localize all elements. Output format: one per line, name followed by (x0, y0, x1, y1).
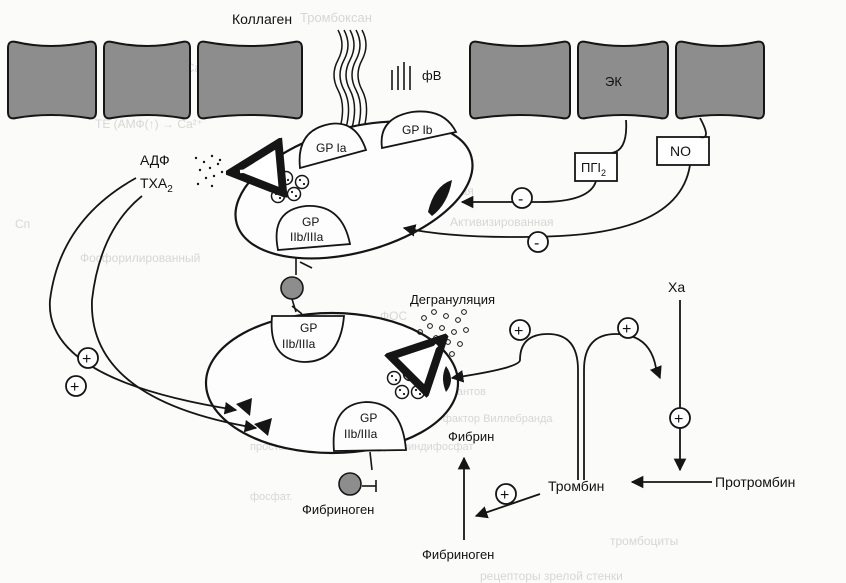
svg-text:Тромбоксан: Тромбоксан (300, 10, 372, 25)
receptor-gp-ia (298, 122, 368, 170)
gp-ia-label: GP Ia (316, 141, 347, 155)
endothelial-cell-ek (577, 40, 669, 120)
feedback-loops (49, 177, 258, 433)
activate-sign-txa2: + (65, 375, 87, 397)
activate-sign-thrombin-platelet: + (509, 319, 531, 341)
membrane-receptor-dark-upper (428, 180, 452, 216)
fibrinogen-lower (338, 451, 377, 496)
svg-text:Фосфорилированный: Фосфорилированный (80, 251, 200, 265)
gp-iibiiia-lower-line1: GP (360, 411, 377, 425)
gp-iibiiia-lower-line2: IIb/IIIa (344, 427, 378, 441)
gp-ib-label: GP Ib (402, 123, 433, 137)
inhibit-sign-no: - (527, 231, 549, 253)
xa-label: Xa (668, 279, 685, 295)
receptor-gp-iibiiia-middle (270, 315, 345, 363)
fibrinogen-bridge (280, 258, 313, 315)
prothrombin-label: Протромбин (715, 474, 795, 490)
svg-text:-: - (534, 235, 539, 252)
fibrinogen-bottom-label: Фибриноген (422, 547, 494, 562)
receptor-gp-iibiiia-upper (275, 205, 352, 251)
adp-receptor-left-1 (236, 398, 252, 416)
svg-text:-: - (518, 191, 523, 208)
no-label: NO (670, 143, 691, 159)
vwf-label: фВ (422, 68, 441, 83)
svg-text:+: + (70, 379, 79, 396)
svg-text:фосфат.: фосфат. (250, 491, 292, 503)
svg-text:рецепторы зрелой стенки: рецепторы зрелой стенки (480, 569, 623, 583)
svg-text:+: + (674, 411, 683, 428)
gp-iibiiia-upper-line2: IIb/IIIa (290, 230, 324, 244)
svg-text:Активизированная: Активизированная (450, 215, 554, 229)
receptor-gp-iibiiia-lower (332, 401, 407, 452)
thrombin-loops (450, 333, 662, 480)
txa2-label: ТХА2 (140, 175, 173, 195)
thrombin-label: Тромбин (548, 478, 604, 494)
activate-sign-thrombin-feedback: + (617, 317, 639, 339)
svg-text:ТЕ (АМФ(↑) → Ca²⁺: ТЕ (АМФ(↑) → Ca²⁺ (95, 117, 203, 131)
fibrin-label: Фибрин (448, 429, 494, 444)
upper-platelet: GP Ia GP Ib GP IIb/IIIa (234, 110, 474, 260)
endothelium (7, 40, 765, 120)
vwf-strands (391, 62, 411, 90)
adp-label: АДФ (140, 152, 170, 168)
ek-label: ЭК (605, 74, 622, 89)
svg-text:+: + (500, 487, 509, 504)
no-box (656, 136, 710, 166)
svg-text:+: + (622, 321, 631, 338)
collagen-fibers (333, 29, 368, 129)
svg-text:+: + (82, 351, 91, 368)
endothelial-cell-6 (675, 40, 765, 120)
pgi2-label: ПГI2 (581, 160, 606, 178)
activate-sign-fibrin: + (495, 483, 517, 505)
svg-text:тромбоциты: тромбоциты (610, 534, 678, 548)
inhibit-sign-pgi2: - (511, 187, 533, 209)
thrombin-to-fibrinogen-arrow (474, 493, 541, 519)
receptor-gp-ib (380, 110, 458, 150)
release-dots (194, 154, 224, 188)
endothelial-cell-4 (469, 40, 571, 120)
fibrinogen-left-label: Фибриноген (302, 502, 374, 517)
adp-receptor-left-2 (254, 418, 272, 436)
endothelial-cell-3 (197, 40, 303, 120)
gp-iibiiia-upper-line1: GP (302, 215, 319, 229)
degranulation-label: Дегрануляция (410, 292, 495, 307)
collagen-label: Коллаген (232, 11, 292, 27)
gp-iibiiia-middle-line1: GP (300, 321, 317, 335)
svg-text:+: + (514, 323, 523, 340)
gp-iibiiia-middle-line2: IIb/IIIa (282, 337, 316, 351)
ek-inhibition-lines (402, 117, 707, 238)
endothelial-cell-2 (103, 40, 191, 120)
activate-sign-adp: + (77, 347, 99, 369)
endothelial-cell-1 (7, 40, 97, 120)
svg-text:Сп: Сп (15, 217, 30, 231)
activate-sign-xa: + (669, 407, 691, 429)
